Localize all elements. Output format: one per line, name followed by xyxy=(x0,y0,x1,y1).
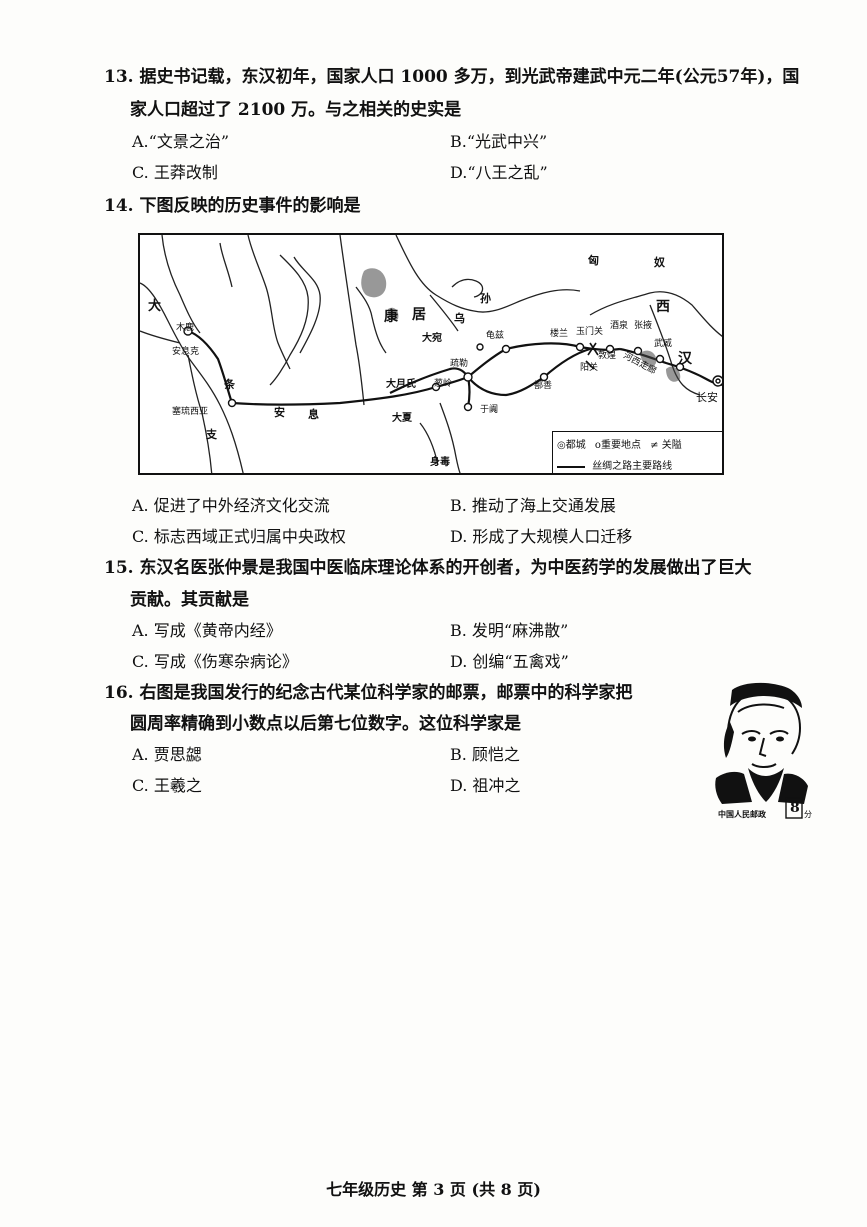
stamp-unit: 分 xyxy=(804,810,812,819)
map-label-darouzhi: 大月氏 xyxy=(386,379,416,390)
place-qiuci: 龟兹 xyxy=(486,331,505,341)
map-label-wusun-1: 乌 xyxy=(454,312,465,325)
silk-road-map: 匈 奴 西 汉 康 居 乌 孙 大 条 支 安 息 大宛 大月氏 大夏 身毒 长… xyxy=(138,233,724,475)
place-zhangye: 张掖 xyxy=(634,321,653,331)
q13-option-a[interactable]: A.“文景之治” xyxy=(132,132,230,151)
q14-option-a[interactable]: A. 促进了中外经济文化交流 xyxy=(132,496,330,515)
place-loulan: 楼兰 xyxy=(550,329,569,339)
map-label-wusun-2: 孙 xyxy=(480,292,491,305)
place-jiuquan: 酒泉 xyxy=(610,321,629,331)
map-label-xiongnu-1: 匈 xyxy=(588,254,599,267)
q15-option-c[interactable]: C. 写成《伤寒杂病论》 xyxy=(132,652,298,671)
q13-option-c[interactable]: C. 王莽改制 xyxy=(132,163,218,182)
q16-line-1: 16. 右图是我国发行的纪念古代某位科学家的邮票，邮票中的科学家把 xyxy=(104,683,633,703)
map-label-dayuan: 大宛 xyxy=(422,333,442,344)
legend-route-line xyxy=(557,465,585,468)
stamp-portrait xyxy=(715,682,808,819)
place-yutian: 于阗 xyxy=(480,405,499,415)
map-label-kangju-2: 居 xyxy=(412,307,426,323)
q16-option-c[interactable]: C. 王羲之 xyxy=(132,776,202,795)
q14-option-b[interactable]: B. 推动了海上交通发展 xyxy=(450,496,616,515)
scientist-stamp: 中国人民邮政 8 分 xyxy=(708,682,812,822)
q14-option-d[interactable]: D. 形成了大规模人口迁移 xyxy=(450,527,633,546)
legend-capital: ◎都城 xyxy=(557,440,586,451)
place-changan: 长安 xyxy=(696,391,718,404)
map-label-kangju-1: 康 xyxy=(384,309,398,325)
q15-option-a[interactable]: A. 写成《黄帝内经》 xyxy=(132,621,282,640)
legend-pass: ≠ 关隘 xyxy=(650,440,682,451)
map-label-han: 汉 xyxy=(678,351,692,367)
place-anjiu: 安息克 xyxy=(172,347,200,357)
map-label-shendu: 身毒 xyxy=(430,457,450,468)
map-label-tiaozhi-1: 条 xyxy=(224,378,235,391)
place-yangguan: 阳关 xyxy=(580,363,599,373)
q13-option-b[interactable]: B.“光武中兴” xyxy=(450,132,548,151)
q16-option-a[interactable]: A. 贾思勰 xyxy=(132,745,202,764)
place-shanshan: 鄯善 xyxy=(534,381,553,391)
map-label-tiaozhi-2: 支 xyxy=(206,428,217,441)
stamp-value: 8 xyxy=(790,800,800,816)
page-footer: 七年级历史 第 3 页 (共 8 页) xyxy=(326,1180,541,1199)
place-shule: 疏勒 xyxy=(450,359,469,369)
place-congling: 葱岭 xyxy=(434,379,453,389)
map-label-xi: 西 xyxy=(656,299,670,315)
place-mulu: 木鹿 xyxy=(176,323,195,333)
q15-option-b[interactable]: B. 发明“麻沸散” xyxy=(450,621,569,640)
place-wuwei: 武威 xyxy=(654,339,673,349)
place-sailu: 塞琉西亚 xyxy=(172,407,209,417)
place-dunhuang: 敦煌 xyxy=(598,351,617,361)
map-label-anxi-1: 安 xyxy=(274,406,285,419)
q14-line-1: 14. 下图反映的历史事件的影响是 xyxy=(104,196,361,216)
map-drawing xyxy=(140,235,722,473)
q16-line-2: 圆周率精确到小数点以后第七位数字。这位科学家是 xyxy=(130,714,521,734)
q15-line-1: 15. 东汉名医张仲景是我国中医临床理论体系的开创者，为中医药学的发展做出了巨大 xyxy=(104,558,752,578)
map-label-daxia: 大夏 xyxy=(392,413,412,424)
q13-line-1: 13. 据史书记载，东汉初年，国家人口 1000 多万，到光武帝建武中元二年(公… xyxy=(104,67,800,87)
q14-option-c[interactable]: C. 标志西域正式归属中央政权 xyxy=(132,527,346,546)
q16-option-b[interactable]: B. 顾恺之 xyxy=(450,745,520,764)
q13-line-2: 家人口超过了 2100 万。与之相关的史实是 xyxy=(130,100,462,120)
q15-line-2: 贡献。其贡献是 xyxy=(130,590,249,610)
q15-option-d[interactable]: D. 创编“五禽戏” xyxy=(450,652,569,671)
legend-important: o重要地点 xyxy=(594,440,641,451)
legend-route: 丝绸之路主要路线 xyxy=(592,461,673,472)
map-legend: ◎都城 o重要地点 ≠ 关隘 丝绸之路主要路线 xyxy=(552,431,722,473)
map-label-xiongnu-2: 奴 xyxy=(654,256,665,269)
stamp-caption: 中国人民邮政 xyxy=(718,809,766,819)
place-yumenguan: 玉门关 xyxy=(576,327,604,337)
map-label-anxi-2: 息 xyxy=(308,408,319,421)
q16-option-d[interactable]: D. 祖冲之 xyxy=(450,776,521,795)
map-label-daqin: 大 xyxy=(148,299,162,314)
q13-option-d[interactable]: D.“八王之乱” xyxy=(450,163,548,182)
